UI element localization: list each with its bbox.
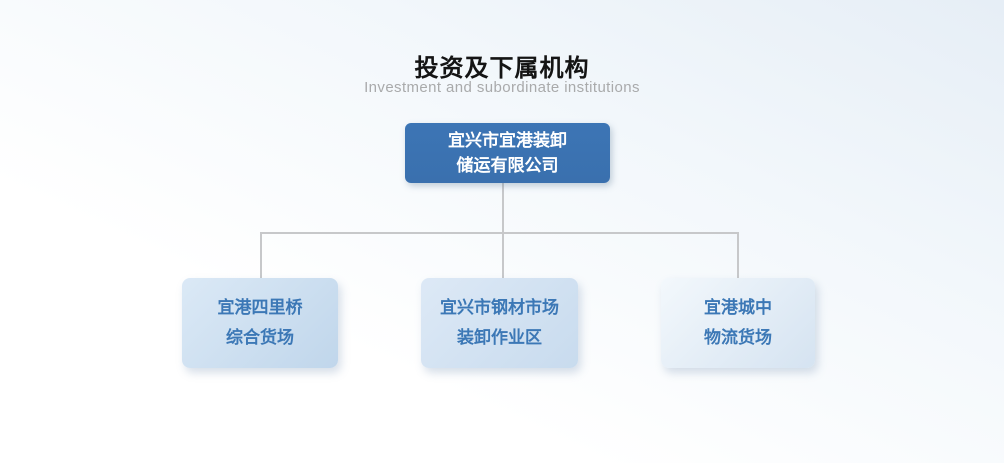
org-node-chengzhong-logistics: 宜港城中 物流货场 [661,278,815,368]
page-title: 投资及下属机构 [414,55,590,82]
org-node-root-label-line2: 储运有限公司 [456,156,559,175]
page-subtitle: Investment and subordinate institutions [364,79,640,96]
org-node-label-line2: 物流货场 [704,328,772,347]
org-node-label-line1: 宜港城中 [704,298,772,317]
connector-drop-right [737,233,739,278]
connector-drop-center [502,233,504,278]
org-node-siliqiao-yard: 宜港四里桥 综合货场 [182,278,338,368]
connector-drop-left [260,233,262,278]
org-node-label-line2: 综合货场 [226,328,294,347]
org-node-label-line1: 宜港四里桥 [217,298,303,317]
org-node-label-line2: 装卸作业区 [457,328,542,347]
org-node-steel-market-area: 宜兴市钢材市场 装卸作业区 [421,278,578,368]
connector-horizontal-bar [260,232,739,234]
org-node-label-line1: 宜兴市钢材市场 [440,298,559,317]
org-node-root-label-line1: 宜兴市宜港装卸 [448,131,567,150]
connector-root-stem [502,183,504,233]
org-node-root: 宜兴市宜港装卸 储运有限公司 [405,123,610,183]
